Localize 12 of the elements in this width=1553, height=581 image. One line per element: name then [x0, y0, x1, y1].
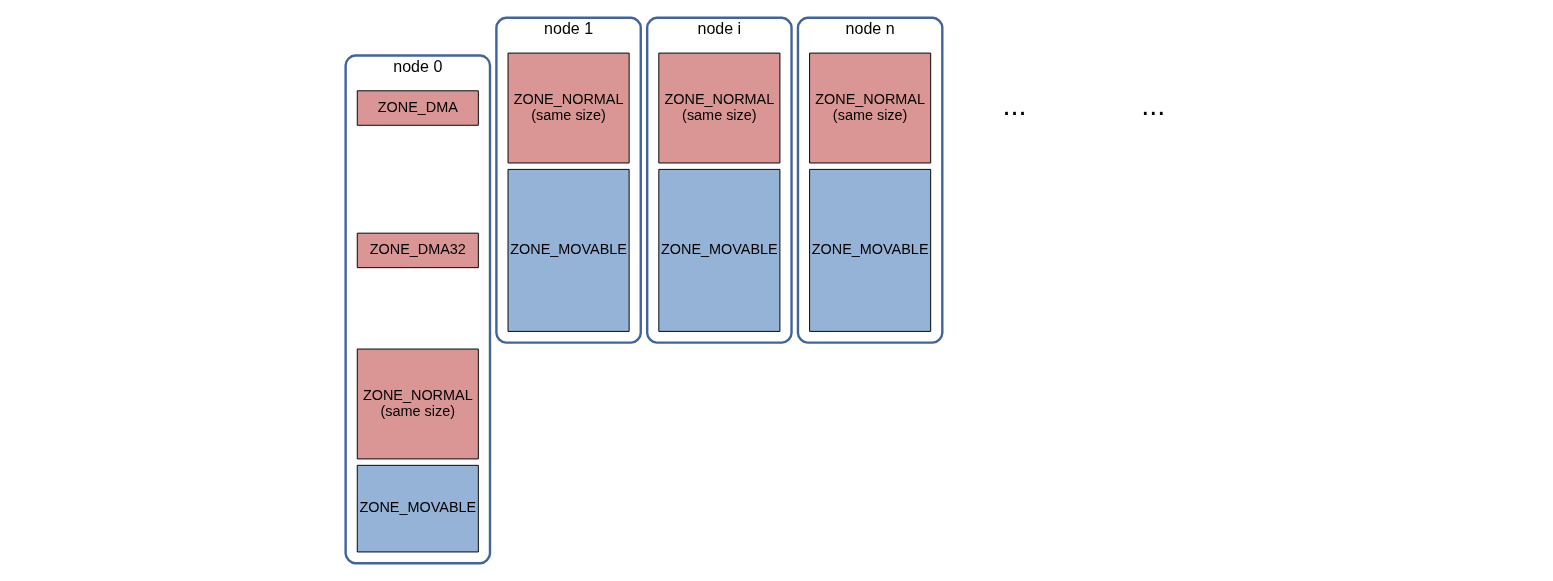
node-box: ZONE_NORMAL (same size)	[809, 52, 932, 164]
node-box: ZONE_NORMAL (same size)	[507, 52, 630, 164]
node-box: ZONE_NORMAL (same size)	[356, 348, 479, 460]
label: ...	[1002, 89, 1027, 122]
node-box: ZONE_NORMAL (same size)	[658, 52, 781, 164]
label: ...	[1141, 89, 1166, 122]
node-box: ZONE_MOVABLE	[507, 168, 630, 332]
node-box: ZONE_MOVABLE	[356, 464, 479, 553]
node-box: ZONE_MOVABLE	[809, 168, 932, 332]
node-box: ZONE_DMA32	[356, 232, 479, 269]
node-box: ZONE_DMA	[356, 90, 479, 126]
node-box: ZONE_MOVABLE	[658, 168, 781, 332]
